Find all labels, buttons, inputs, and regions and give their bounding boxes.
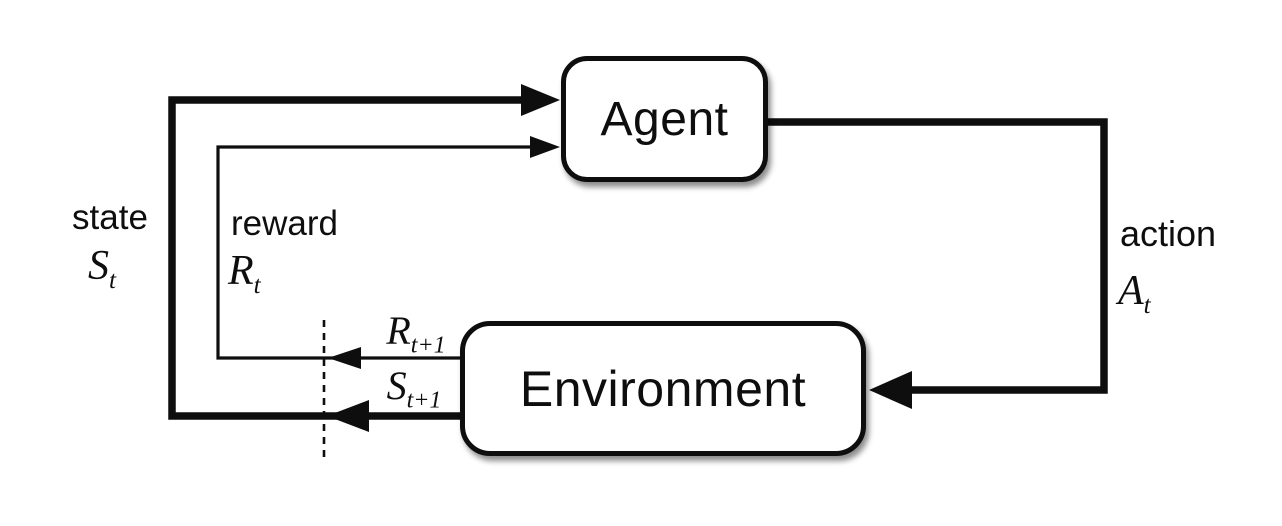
reward-word-label: reward	[231, 204, 338, 243]
state-symbol-label: St	[88, 243, 116, 293]
next-reward-arrowhead-icon	[328, 347, 361, 369]
action-symbol-label: At	[1118, 268, 1151, 318]
reward-symbol-subscript: t	[253, 271, 261, 299]
agent-label: Agent	[600, 92, 729, 146]
action-symbol-subscript: t	[1143, 291, 1151, 319]
reward-symbol-letter: R	[228, 248, 254, 294]
next-state-symbol-label: St+1	[366, 363, 462, 413]
next-reward-symbol-subscript: t+1	[410, 332, 446, 359]
action-line	[768, 118, 1108, 394]
state-line	[168, 96, 538, 420]
state-to-agent-arrowhead-icon	[521, 84, 560, 116]
next-state-symbol-letter: S	[386, 363, 407, 408]
action-symbol-letter: A	[1118, 268, 1144, 314]
reward-symbol-label: Rt	[228, 248, 261, 298]
agent-box: Agent	[561, 56, 768, 182]
reward-to-agent-arrowhead-icon	[530, 136, 560, 158]
state-symbol-letter: S	[88, 243, 109, 289]
state-symbol-subscript: t	[109, 266, 116, 294]
action-to-environment-arrowhead-icon	[869, 371, 912, 409]
action-word-label: action	[1120, 213, 1217, 254]
next-state-arrowhead-icon	[327, 400, 369, 432]
environment-label: Environment	[519, 360, 807, 417]
state-word-label: state	[72, 198, 148, 237]
next-state-symbol-subscript: t+1	[406, 387, 442, 414]
next-reward-symbol-label: Rt+1	[370, 308, 462, 358]
environment-box: Environment	[460, 321, 866, 456]
next-reward-symbol-letter: R	[386, 308, 411, 353]
